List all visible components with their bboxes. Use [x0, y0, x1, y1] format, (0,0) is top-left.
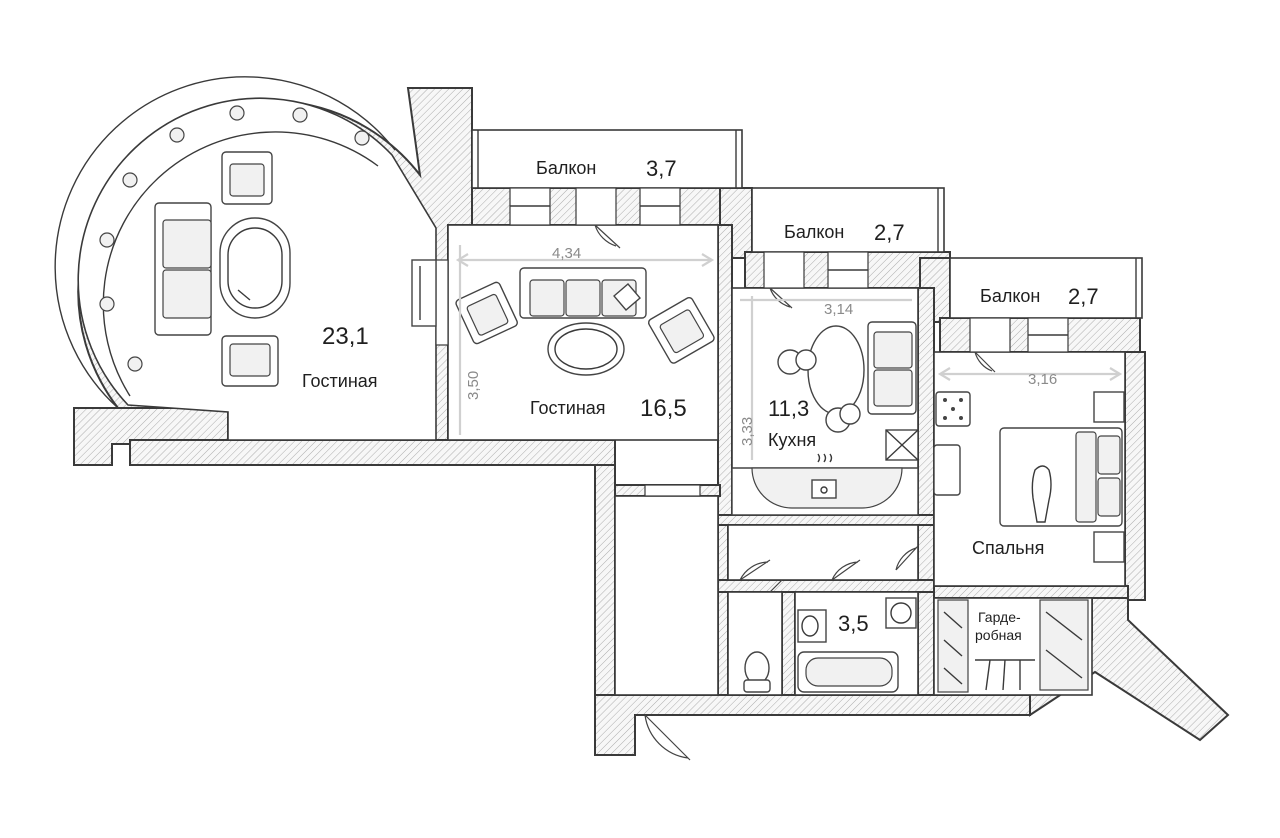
bathroom-area: 3,5	[838, 611, 869, 636]
partition-kitchen-bottom	[717, 514, 935, 526]
fireplace-icon	[411, 259, 437, 327]
kitchen-width-label: 3,14	[824, 301, 853, 318]
right-wall	[1124, 351, 1146, 601]
living-large-name: Гостиная	[302, 371, 378, 391]
living-width-label: 4,34	[552, 245, 581, 262]
furniture-bedroom	[933, 391, 1125, 563]
living-bottom-wall	[129, 439, 616, 466]
partition-utility	[717, 524, 729, 696]
balcony-1-area: 3,7	[646, 156, 677, 181]
round-window-ring	[54, 76, 396, 409]
balcony-1	[471, 129, 743, 189]
balconies	[471, 129, 1143, 319]
dining-table-icon	[807, 325, 865, 415]
kitchen-area: 11,3	[768, 396, 809, 421]
living-large-area: 23,1	[322, 323, 369, 350]
nightstand-icon	[1093, 531, 1125, 563]
coffee-table-icon	[547, 322, 625, 376]
windows	[435, 187, 1069, 497]
person-icon	[1031, 465, 1052, 523]
furniture-living	[455, 267, 715, 376]
partition-wc-bath	[781, 591, 796, 696]
corridor-floor	[727, 524, 919, 581]
furniture-bathroom	[743, 597, 917, 693]
desk-icon	[933, 444, 961, 496]
wardrobe-name-line2: робная	[975, 627, 1022, 643]
partition-living-kitchen	[717, 224, 733, 526]
balcony-3-area: 2,7	[1068, 284, 1099, 309]
wardrobe-name-line1: Гарде-	[978, 609, 1021, 625]
hall-floor	[614, 495, 719, 696]
kitchen-depth-label: 3,33	[739, 417, 756, 446]
partition-bath-wardrobe	[917, 591, 935, 696]
shelf-icon	[1039, 599, 1089, 691]
labels: 23,1 Гостиная Гостиная 16,5 11,3 Кухня С…	[302, 156, 1099, 643]
sink-icon	[811, 479, 837, 499]
doors	[594, 224, 996, 761]
partition-bath-top	[717, 579, 935, 593]
bedroom-width-label: 3,16	[1028, 371, 1057, 388]
living-depth-label: 3,50	[465, 371, 482, 400]
balcony-2-area: 2,7	[874, 220, 905, 245]
furniture-wardrobe	[937, 599, 1089, 693]
kitchen-name: Кухня	[768, 430, 816, 450]
nightstand-icon	[1093, 391, 1125, 423]
balcony-1-name: Балкон	[536, 158, 596, 178]
balcony-2-name: Балкон	[784, 222, 844, 242]
partition-wardrobe-top	[933, 585, 1129, 599]
shelf-icon	[937, 599, 969, 693]
bedroom-name: Спальня	[972, 538, 1044, 558]
balcony-3	[949, 257, 1143, 319]
balcony-2	[751, 187, 945, 253]
living-area: 16,5	[640, 395, 687, 422]
furniture-living-large	[154, 151, 437, 387]
coffee-table-icon	[219, 217, 291, 319]
furniture-kitchen	[731, 321, 919, 516]
balcony-3-name: Балкон	[980, 286, 1040, 306]
toilet-icon	[744, 651, 770, 685]
dimension-lines	[455, 245, 1123, 460]
living-name: Гостиная	[530, 398, 606, 418]
bottom-wall	[594, 694, 1031, 756]
partition-kitchen-bedroom	[917, 287, 935, 601]
